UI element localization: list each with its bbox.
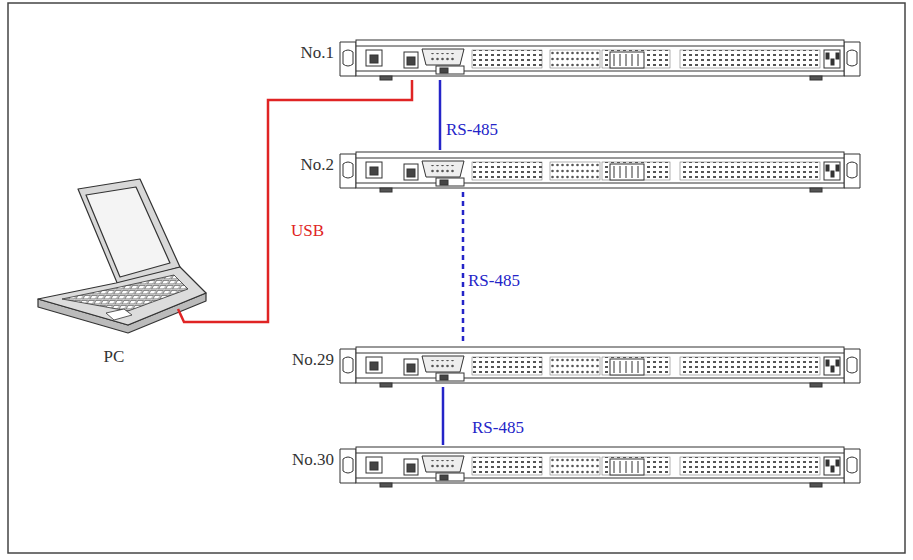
frame-border <box>8 3 905 553</box>
pc-node: PC <box>28 175 208 367</box>
rs485-label: RS-485 <box>444 120 500 139</box>
device-unit: No.2 <box>262 150 858 192</box>
rs485-cable <box>439 80 442 150</box>
rack-unit-drawing <box>340 150 860 192</box>
device-unit: No.30 <box>262 445 858 487</box>
unit-number: No.29 <box>292 351 334 368</box>
unit-number: No.2 <box>300 156 334 173</box>
usb-label: USB <box>289 221 326 240</box>
rs485-cable <box>462 192 465 345</box>
usb-cable <box>208 80 412 322</box>
rack-unit-drawing <box>340 445 860 487</box>
rack-unit-drawing <box>340 38 860 80</box>
device-unit: No.1 <box>262 38 858 80</box>
rs485-cable <box>442 387 445 445</box>
rack-unit-drawing <box>340 345 860 387</box>
unit-number: No.30 <box>292 451 334 468</box>
usb-plug-lead <box>178 309 208 322</box>
device-unit: No.29 <box>262 345 858 387</box>
rs485-label: RS-485 <box>470 418 526 437</box>
rs485-label: RS-485 <box>466 271 522 290</box>
pc-label: PC <box>104 348 125 365</box>
unit-number: No.1 <box>300 44 334 61</box>
laptop-drawing <box>28 175 208 335</box>
